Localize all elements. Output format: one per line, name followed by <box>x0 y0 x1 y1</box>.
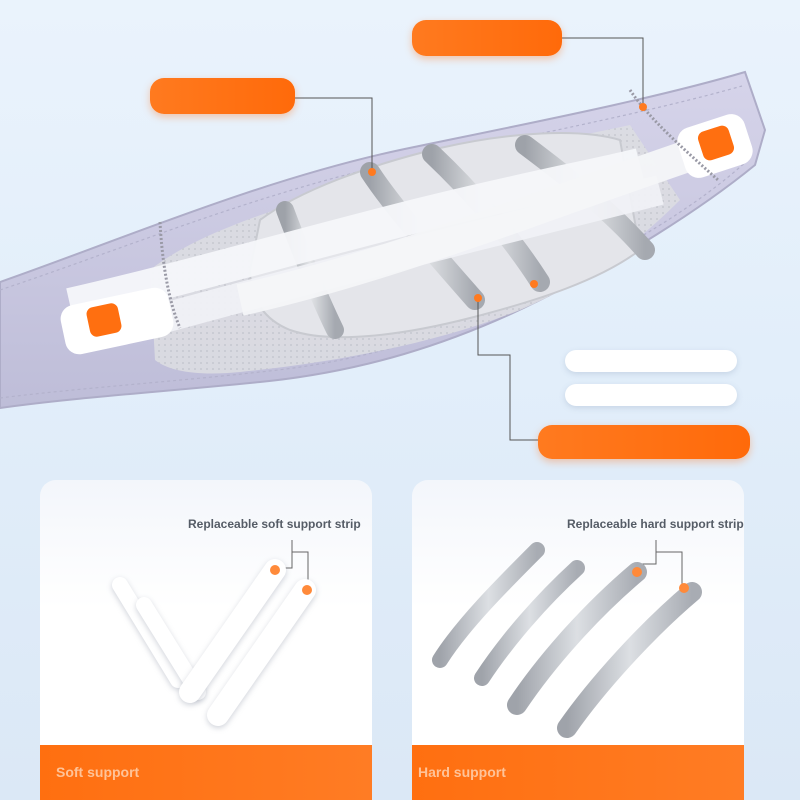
soft-strips-illustration <box>112 540 316 726</box>
soft-strip-swatch-2 <box>565 384 737 406</box>
soft-strip-swatch-1 <box>565 350 737 372</box>
callout-pill-bottom <box>538 425 750 459</box>
soft-support-footer: Soft support <box>40 745 372 800</box>
belt-illustration <box>0 37 767 441</box>
soft-strip-label: Replaceable soft support strip <box>188 517 361 531</box>
soft-support-panel: Replaceable soft support strip Soft supp… <box>40 480 372 800</box>
soft-support-footer-label: Soft support <box>56 764 140 780</box>
hard-strips-illustration <box>432 540 702 738</box>
strap-right <box>236 124 741 316</box>
hard-support-footer-label: Hard support <box>418 764 506 780</box>
callout-pill-top-left <box>150 78 295 114</box>
hard-support-panel: Replaceable hard support strip Hard supp… <box>412 480 744 800</box>
callout-pill-top-right <box>412 20 562 56</box>
hard-support-footer: Hard support <box>412 745 744 800</box>
hard-strip-label: Replaceable hard support strip <box>567 517 744 531</box>
